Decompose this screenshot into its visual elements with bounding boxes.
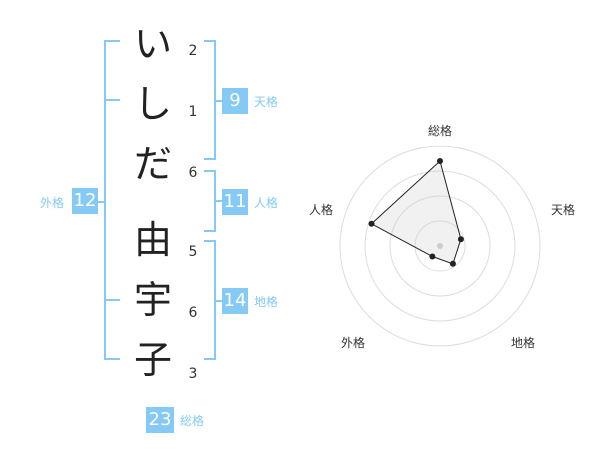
jinkaku-connector: [214, 200, 222, 202]
surname-stroke-3: 6: [188, 165, 198, 181]
surname-char-1: い: [133, 22, 172, 66]
radar-point-3: [449, 260, 456, 267]
given-char-2: 宇: [133, 278, 172, 322]
gaikaku-tick-2: [104, 299, 120, 301]
radar-points: [368, 158, 464, 267]
radar-label-tenkaku: 天格: [551, 203, 576, 217]
radar-ring-1: [414, 220, 466, 272]
chikaku-value: 14: [222, 288, 248, 314]
tenkaku-label: 天格: [254, 95, 279, 109]
radar-rings: [339, 145, 541, 347]
chikaku-connector: [214, 300, 222, 302]
radar-shape: [370, 160, 462, 265]
jinkaku-label: 人格: [254, 196, 279, 210]
radar-ring-4: [339, 145, 541, 347]
surname-stroke-2: 1: [188, 104, 198, 120]
surname-stroke-1: 2: [188, 43, 198, 59]
gaikaku-label: 外格: [40, 196, 65, 210]
gaikaku-bracket: [104, 40, 120, 360]
tenkaku-connector: [214, 100, 222, 102]
radar-point-1: [437, 158, 443, 164]
given-char-1: 由: [133, 218, 172, 262]
radar-label-chikaku: 地格: [511, 336, 536, 350]
given-stroke-3: 3: [188, 366, 198, 382]
radar-ring-2: [389, 195, 491, 297]
radar-label-gaikaku: 外格: [341, 336, 366, 350]
surname-char-3: だ: [133, 142, 172, 186]
radar-center-dot: [437, 243, 443, 249]
soukaku-value: 23: [146, 407, 174, 433]
given-char-3: 子: [133, 338, 172, 382]
soukaku-label: 総格: [180, 414, 205, 428]
surname-char-2: し: [133, 82, 172, 126]
gaikaku-value: 12: [72, 188, 98, 214]
radar-label-jinkaku: 人格: [309, 203, 334, 217]
radar-point-2: [457, 236, 464, 243]
tenkaku-value: 9: [222, 88, 248, 114]
given-stroke-1: 5: [188, 244, 198, 260]
chikaku-label: 地格: [254, 295, 279, 309]
given-stroke-2: 6: [188, 305, 198, 321]
gaikaku-connector: [98, 201, 106, 203]
gaikaku-tick-1: [104, 99, 120, 101]
jinkaku-value: 11: [222, 189, 248, 215]
radar-point-4: [429, 253, 436, 260]
radar-point-5: [368, 220, 375, 227]
radar-label-soukaku: 総格: [428, 124, 453, 138]
radar-ring-3: [364, 170, 516, 322]
radar-chart: [339, 145, 541, 347]
